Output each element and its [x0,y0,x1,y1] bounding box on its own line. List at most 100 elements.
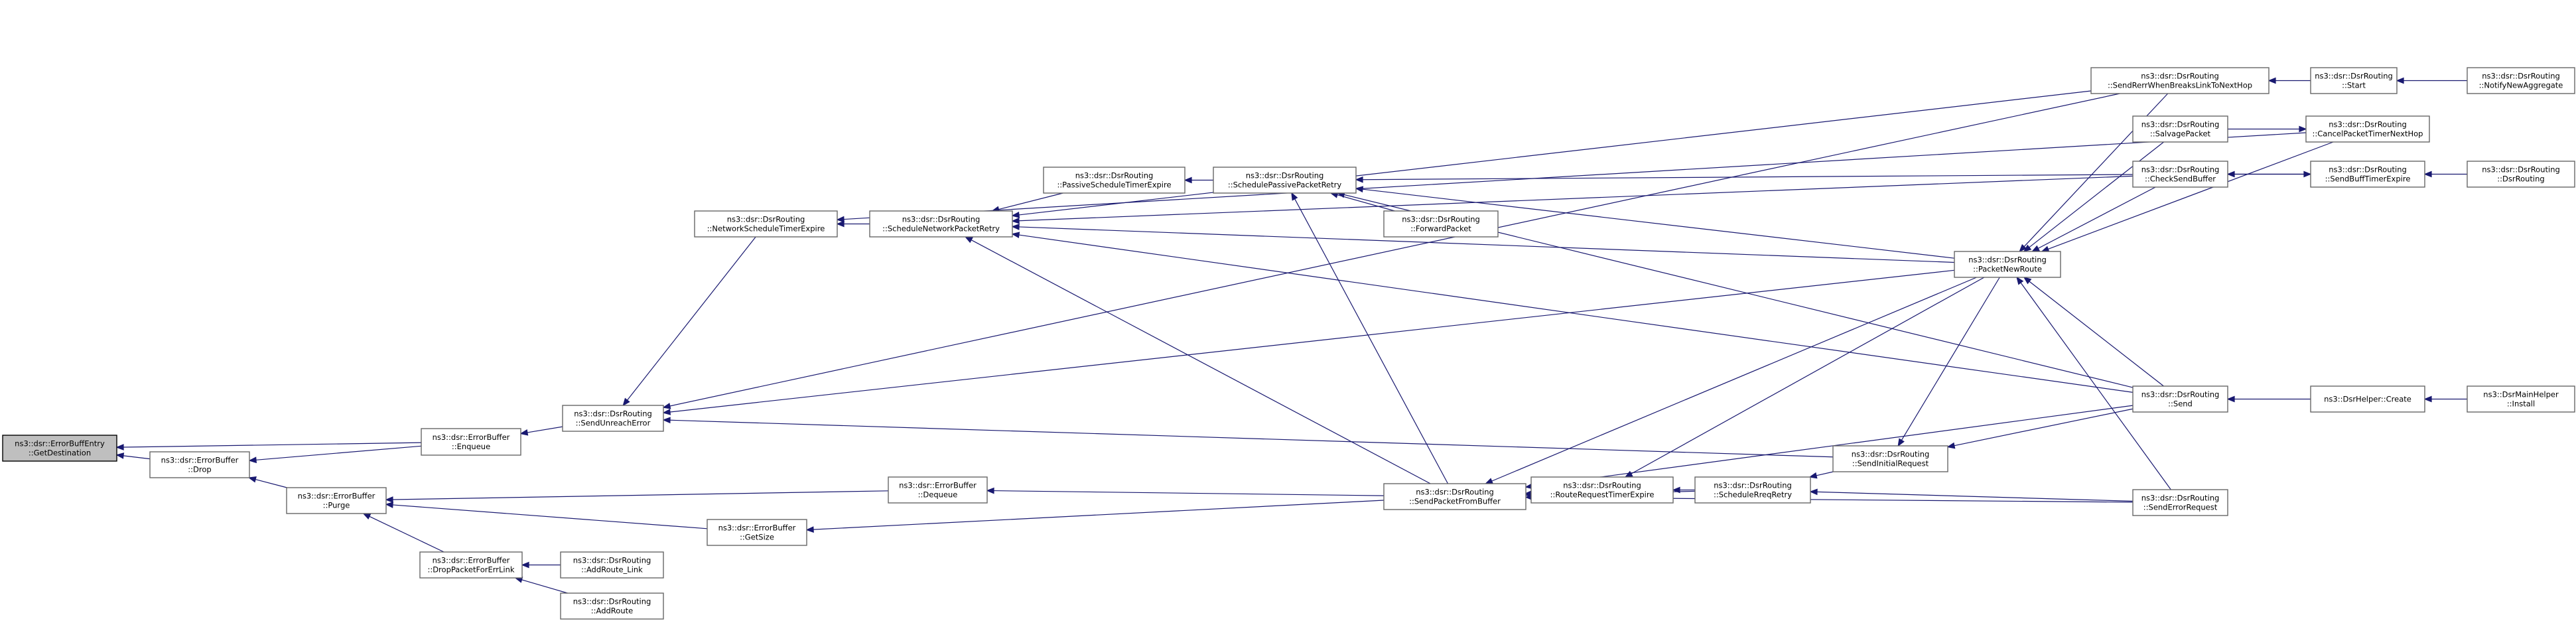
edge-arrowhead [1355,176,1363,183]
function-node[interactable]: ns3::DsrHelper::Create [2310,385,2425,413]
node-label: ns3::dsr::DsrRouting [1714,481,1792,490]
root-function-node: ns3::dsr::ErrorBuffEntry::GetDestination [2,435,117,462]
function-node[interactable]: ns3::dsr::DsrRouting::CheckSendBuffer [2132,161,2228,188]
call-edge [514,577,568,594]
call-edge [362,513,444,553]
function-node[interactable]: ns3::dsr::DsrRouting::SendUnreachError [562,405,664,432]
node-label: ::SendBuffTimerExpire [2325,174,2411,184]
call-edge [991,192,1063,213]
edge-arrowhead [2303,171,2312,178]
node-label: ::ScheduleNetworkPacketRetry [882,224,1000,234]
node-label: ::NotifyNewAggregate [2479,81,2563,90]
node-label: ::CancelPacketTimerNextHop [2313,129,2423,139]
call-edge [662,417,1834,458]
function-node[interactable]: ns3::dsr::DsrRouting::DsrRouting [2467,161,2575,188]
function-node[interactable]: ns3::dsr::DsrRouting::SchedulePassivePac… [1213,167,1357,194]
node-box [560,551,664,579]
function-node[interactable]: ns3::dsr::DsrRouting::ScheduleNetworkPac… [869,210,1013,238]
node-label: ns3::dsr::DsrRouting [573,597,651,606]
function-node[interactable]: ns3::dsr::DsrRouting::Start [2310,67,2398,94]
edge-line [669,419,1834,458]
function-node[interactable]: ns3::dsr::DsrRouting::SendPacketFromBuff… [1383,483,1526,510]
node-label: ::Drop [188,465,211,474]
node-label: ::Dequeue [918,490,958,500]
node-label: ns3::dsr::DsrRouting [2141,390,2220,399]
call-edge [1184,176,1214,184]
node-label: ::ScheduleRreqRetry [1714,490,1792,500]
function-node[interactable]: ns3::dsr::DsrRouting::AddRoute_Link [560,551,664,579]
call-edge [248,445,422,464]
edge-arrowhead [362,513,372,519]
function-node[interactable]: ns3::dsr::DsrRouting::NotifyNewAggregate [2467,67,2575,94]
function-node[interactable]: ns3::dsr::DsrRouting::NetworkScheduleTim… [694,210,838,238]
node-label: ns3::DsrMainHelper [2483,390,2559,399]
call-edge [662,93,2120,409]
node-box [562,405,664,432]
edge-arrowhead [521,561,529,569]
node-label: ns3::dsr::ErrorBuffer [161,456,239,465]
node-label: ns3::dsr::ErrorBuffer [899,481,977,490]
call-edge [2023,277,2164,387]
node-label: ns3::dsr::ErrorBuffer [298,492,375,501]
function-node[interactable]: ns3::dsr::ErrorBuffer::Enqueue [421,428,521,456]
function-node[interactable]: ns3::dsr::DsrRouting::SalvagePacket [2132,115,2228,143]
node-box [1213,167,1357,194]
call-edge [2228,125,2307,133]
function-node[interactable]: ns3::dsr::DsrRouting::CancelPacketTimerN… [2305,115,2430,143]
edge-arrowhead [1291,192,1298,201]
function-node[interactable]: ns3::dsr::DsrRouting::SendRerrWhenBreaks… [2090,67,2270,94]
node-label: ns3::dsr::DsrRouting [1246,171,1324,180]
edge-line [2029,141,2164,248]
function-node[interactable]: ns3::dsr::ErrorBuffer::Purge [286,487,387,514]
edge-arrowhead [2423,171,2432,178]
node-label: ns3::dsr::DsrRouting [1968,255,2047,265]
edge-arrowhead [1355,186,1364,193]
function-node[interactable]: ns3::DsrMainHelper::Install [2467,385,2575,413]
call-edge [836,220,870,228]
node-label: ns3::dsr::DsrRouting [1402,215,1480,224]
function-node[interactable]: ns3::dsr::DsrRouting::SendBuffTimerExpir… [2310,161,2425,188]
edge-arrowhead [662,417,671,424]
node-label: ns3::dsr::DsrRouting [2329,165,2407,174]
node-box [2090,67,2270,94]
node-label: ns3::dsr::DsrRouting [2482,72,2560,81]
call-edge [385,502,708,529]
edge-line [2048,141,2334,250]
node-box [2467,161,2575,188]
call-edge [1525,405,2134,490]
function-node[interactable]: ns3::dsr::ErrorBuffer::Drop [149,451,250,478]
node-box [421,428,521,456]
function-node[interactable]: ns3::dsr::DsrRouting::SendInitialRequest [1832,445,1948,472]
call-edge [986,487,1385,496]
node-box [2,435,117,462]
node-label: ::Start [2342,81,2366,90]
edge-line [2037,186,2156,249]
node-box [149,451,250,478]
call-edge [1946,408,2134,449]
edge-line [627,236,756,401]
node-label: ::Send [2168,399,2193,409]
edge-arrowhead [2268,77,2276,84]
edge-arrowhead [2299,125,2307,133]
edge-line [1491,277,1977,482]
node-label: ::DsrRouting [2497,174,2544,184]
node-box [888,476,988,504]
function-node[interactable]: ns3::dsr::ErrorBuffer::GetSize [707,519,807,546]
node-box [2310,161,2425,188]
function-node[interactable]: ns3::dsr::DsrRouting::Send [2132,385,2228,413]
function-node[interactable]: ns3::dsr::ErrorBuffer::DropPacketForErrL… [419,551,523,579]
edge-line [255,445,422,460]
function-node[interactable]: ns3::dsr::DsrRouting::ForwardPacket [1383,210,1499,238]
function-node[interactable]: ns3::dsr::DsrRouting::ScheduleRreqRetry [1694,476,1811,504]
function-node[interactable]: ns3::dsr::DsrRouting::RouteRequestTimerE… [1530,476,1674,504]
edge-line [1018,90,2092,216]
edge-arrowhead [986,487,994,494]
function-node[interactable]: ns3::dsr::DsrRouting::PassiveScheduleTim… [1043,167,1186,194]
function-node[interactable]: ns3::dsr::ErrorBuffer::Dequeue [888,476,988,504]
function-node[interactable]: ns3::dsr::DsrRouting::PacketNewRoute [1954,251,2061,278]
node-label: ::SendPacketFromBuffer [1409,497,1501,506]
node-box [2132,161,2228,188]
function-node[interactable]: ns3::dsr::DsrRouting::SendErrorRequest [2132,489,2228,516]
edge-line [669,269,1955,413]
function-node[interactable]: ns3::dsr::DsrRouting::AddRoute [560,592,664,620]
